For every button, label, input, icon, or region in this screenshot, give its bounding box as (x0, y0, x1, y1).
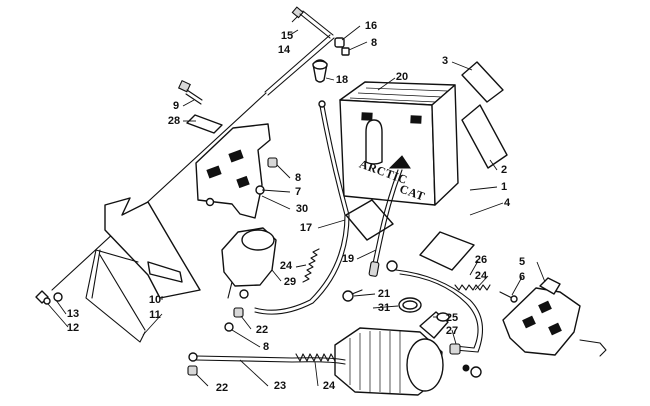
nut-16 (334, 37, 350, 56)
callout-9: 9 (173, 100, 179, 112)
bolt-21 (342, 289, 363, 302)
spring-24-right (454, 284, 491, 291)
pad-3 (461, 61, 504, 103)
callout-23: 23 (274, 380, 286, 392)
callout-29: 29 (284, 276, 296, 288)
boot-25 (419, 311, 450, 339)
spring-24-upper (302, 248, 320, 283)
callout-8-mid: 8 (295, 172, 301, 184)
callout-31: 31 (378, 302, 390, 314)
callout-2: 2 (501, 164, 507, 176)
solenoid-29 (221, 227, 277, 299)
callout-16: 16 (365, 20, 377, 32)
bolt-15 (291, 6, 334, 39)
callout-8-top: 8 (371, 37, 377, 49)
cable-17 (254, 100, 350, 315)
washer-12 (53, 292, 63, 302)
washer-8-lower (224, 322, 234, 332)
callout-24-upper: 24 (280, 260, 293, 272)
plate-28 (186, 114, 223, 134)
pad-2 (461, 104, 508, 169)
callout-5: 5 (519, 256, 525, 268)
callout-20: 20 (396, 71, 408, 83)
nut-22-lower (187, 365, 198, 376)
callout-3: 3 (442, 55, 448, 67)
terminal-cap-18 (312, 59, 328, 83)
callout-24-right: 24 (475, 270, 488, 282)
callout-7: 7 (295, 186, 301, 198)
callout-13: 13 (67, 308, 79, 320)
callout-26: 26 (475, 254, 487, 266)
callout-25: 25 (446, 312, 458, 324)
callout-21: 21 (378, 288, 390, 300)
nut-8-upper (267, 157, 278, 168)
shield-10 (104, 197, 201, 299)
wing-nut-13 (35, 290, 51, 305)
callout-10: 10 (149, 294, 161, 306)
callout-1: 1 (501, 181, 507, 193)
stand-11 (85, 249, 146, 343)
nut-27 (449, 343, 461, 355)
callout-24-lower: 24 (323, 380, 336, 392)
starter-motor (334, 327, 482, 396)
callout-14: 14 (278, 44, 291, 56)
rod-14 (51, 34, 335, 291)
screw-6 (499, 291, 518, 303)
callout-17: 17 (300, 222, 312, 234)
callout-22-upper: 22 (256, 324, 268, 336)
nut-22-upper (233, 307, 244, 318)
pad-4 (345, 199, 475, 271)
callout-12: 12 (67, 322, 79, 334)
bracket-7 (195, 123, 271, 219)
cable-23 (188, 352, 346, 365)
callout-27: 27 (446, 325, 458, 337)
callout-22-lower: 22 (216, 382, 228, 394)
callout-19: 19 (342, 253, 354, 265)
bolt-9 (177, 79, 203, 105)
bracket-5 (502, 277, 607, 357)
callout-6: 6 (519, 271, 525, 283)
callout-15: 15 (281, 30, 293, 42)
callouts: 15 14 16 8 18 20 3 2 1 4 9 28 8 7 30 17 … (67, 20, 525, 394)
cable-19 (368, 169, 403, 277)
leader-lines (47, 15, 546, 387)
callout-8-lower: 8 (263, 341, 269, 353)
ring-31 (398, 297, 422, 313)
battery-20: ARCTIC CAT (339, 81, 459, 206)
nut-21-upper (386, 260, 398, 272)
callout-30: 30 (296, 203, 308, 215)
callout-11: 11 (149, 309, 161, 321)
callout-4: 4 (504, 197, 511, 209)
callout-28: 28 (168, 115, 180, 127)
spring-24-lower (295, 353, 336, 362)
callout-18: 18 (336, 74, 348, 86)
cable-26 (395, 269, 484, 353)
